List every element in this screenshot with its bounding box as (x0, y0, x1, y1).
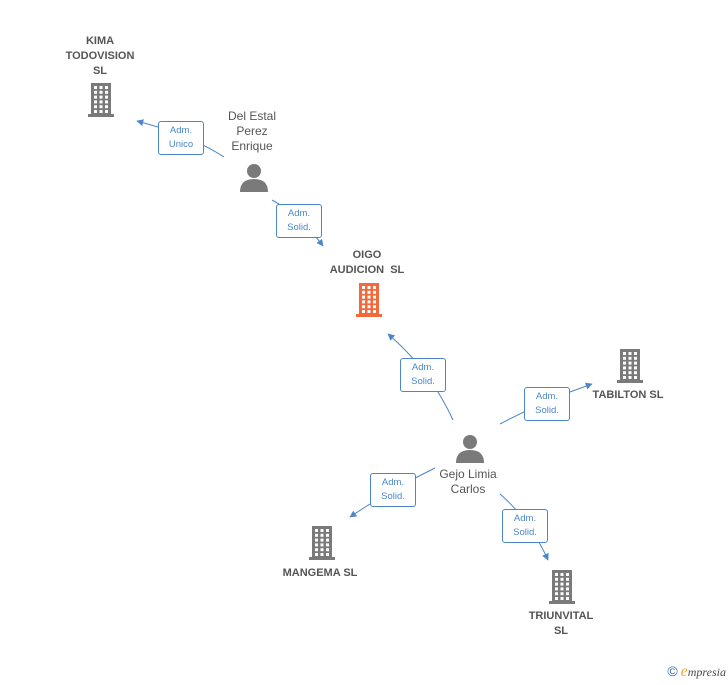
edge-label-line: Adm. (287, 208, 311, 219)
brand-footer: © empresia (667, 663, 726, 681)
node-label-line: SL (553, 625, 569, 637)
node-label-kima[interactable]: KIMA TODOVISION SL (66, 34, 135, 79)
edge-label-line: Solid. (381, 491, 405, 502)
node-label-line: KIMA (85, 35, 115, 47)
edge-label-line: Solid. (411, 376, 435, 387)
edge-label-line: Unico (168, 139, 194, 150)
edge-label-gejo-triunvital[interactable]: Adm. Solid. (502, 509, 548, 543)
edge-label-gejo-mangema[interactable]: Adm. Solid. (370, 473, 416, 507)
edge-label-delestal-kima[interactable]: Adm. Unico (158, 121, 204, 155)
node-label-triunvital[interactable]: TRIUNVITAL SL (529, 609, 594, 639)
brand-name-rest: mpresia (687, 665, 726, 679)
node-label-oigo[interactable]: OIGO AUDICION SL (330, 248, 405, 278)
node-label-line: Enrique (231, 139, 273, 153)
edge-label-line: Solid. (287, 222, 311, 233)
edge-label-line: Adm. (411, 362, 435, 373)
edge-label-gejo-tabilton[interactable]: Adm. Solid. (524, 387, 570, 421)
copyright-symbol: © (667, 663, 678, 679)
edge-label-line: Adm. (513, 513, 537, 524)
brand-initial: e (680, 663, 688, 680)
edge-label-line: Adm. (169, 125, 193, 136)
node-label-line: Carlos (450, 482, 486, 496)
node-label-line: OIGO (352, 249, 382, 261)
node-label-line: SL (92, 65, 108, 77)
node-label-line: AUDICION SL (329, 264, 405, 276)
building-icon[interactable] (549, 570, 575, 604)
person-icon[interactable] (240, 164, 268, 192)
node-label-tabilton[interactable]: TABILTON SL (593, 388, 664, 403)
node-label-line: MANGEMA SL (282, 567, 358, 579)
building-icon[interactable] (88, 83, 114, 117)
building-icon[interactable] (356, 283, 382, 317)
building-icon[interactable] (617, 349, 643, 383)
node-label-line: Gejo Limia (439, 467, 497, 481)
person-icon[interactable] (456, 435, 484, 463)
edge-label-line: Adm. (535, 391, 559, 402)
node-label-line: TRIUNVITAL (528, 610, 594, 622)
node-label-line: TODOVISION (65, 50, 135, 62)
building-icon[interactable] (309, 526, 335, 560)
edge-label-line: Solid. (513, 527, 537, 538)
node-label-line: Perez (236, 124, 268, 138)
edge-label-line: Solid. (535, 405, 559, 416)
node-label-line: TABILTON SL (592, 389, 664, 401)
edge-label-delestal-oigo[interactable]: Adm. Solid. (276, 204, 322, 238)
node-label-mangema[interactable]: MANGEMA SL (283, 566, 358, 581)
edge-label-line: Adm. (381, 477, 405, 488)
node-label-line: Del Estal (227, 109, 277, 123)
edge-label-gejo-oigo[interactable]: Adm. Solid. (400, 358, 446, 392)
